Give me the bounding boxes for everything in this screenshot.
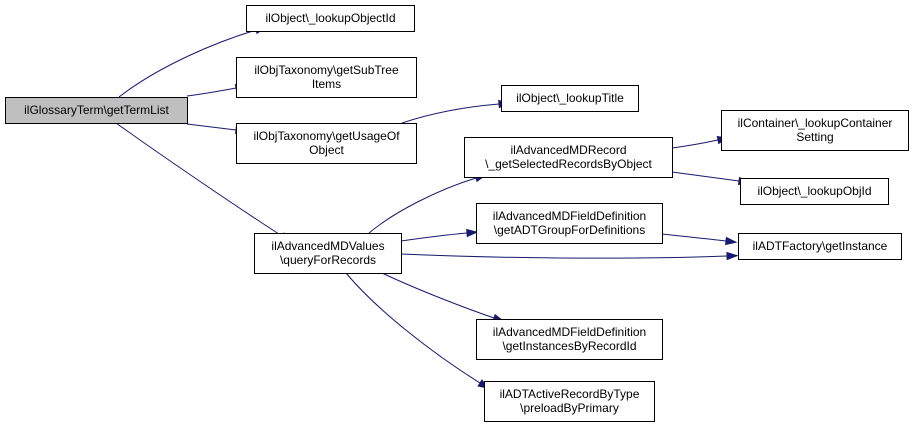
edge-line xyxy=(400,253,728,259)
node-lookupTitle[interactable]: ilObject\_lookupTitle xyxy=(501,85,639,112)
node-getInstance[interactable]: ilADTFactory\getInstance xyxy=(738,233,902,260)
edge-line xyxy=(186,123,237,131)
edge-line xyxy=(671,171,740,182)
edge-queryForRecords-to-preloadByPrimary xyxy=(345,272,490,390)
node-queryForRecords[interactable]: ilAdvancedMDValues\queryForRecords xyxy=(254,233,402,274)
node-root[interactable]: ilGlossaryTerm\getTermList xyxy=(5,97,188,124)
edge-line xyxy=(368,177,477,234)
node-box xyxy=(740,178,889,205)
node-label-line: \getInstancesByRecordId xyxy=(502,339,636,353)
node-label-line: Object xyxy=(309,143,344,157)
node-label-line: ilContainer\_lookupContainer xyxy=(738,116,893,130)
node-label-line: \getADTGroupForDefinitions xyxy=(494,223,645,237)
edge-line xyxy=(661,233,727,242)
edge-line xyxy=(118,29,257,98)
node-label-line: ilADTFactory\getInstance xyxy=(753,239,888,253)
node-label-line: ilADTActiveRecordByType xyxy=(500,387,640,401)
edge-line xyxy=(115,122,283,237)
edge-line xyxy=(186,87,237,97)
edge-queryForRecords-to-getInstancesByRecordId xyxy=(381,272,505,322)
node-box xyxy=(236,57,417,98)
node-box xyxy=(5,97,188,124)
node-getSelectedRecordsByObject[interactable]: ilAdvancedMDRecord\_getSelectedRecordsBy… xyxy=(464,137,673,178)
node-label-line: ilObject\_lookupTitle xyxy=(516,91,624,105)
edge-line xyxy=(671,139,719,149)
node-preloadByPrimary[interactable]: ilADTActiveRecordByType\preloadByPrimary xyxy=(484,381,655,422)
edge-line xyxy=(381,272,495,319)
node-box xyxy=(246,5,415,32)
node-label-line: ilAdvancedMDFieldDefinition xyxy=(493,325,646,339)
node-label-line: ilAdvancedMDFieldDefinition xyxy=(493,209,646,223)
node-label-line: Items xyxy=(312,77,341,91)
edge-queryForRecords-to-getADTGroupForDefinitions xyxy=(400,228,479,242)
nodes-layer: ilGlossaryTerm\getTermList ilObject\_look… xyxy=(5,5,909,422)
edge-queryForRecords-to-getSelectedRecordsByObject xyxy=(368,174,488,234)
node-label-line: ilAdvancedMDRecord xyxy=(510,143,626,157)
node-box xyxy=(501,85,639,112)
node-box xyxy=(464,137,673,178)
node-box xyxy=(476,319,663,360)
node-label-line: ilAdvancedMDValues xyxy=(271,239,384,253)
edge-getADTGroupForDefinitions-to-getInstance xyxy=(661,233,738,246)
edge-getSelectedRecordsByObject-to-lookupContainerSetting xyxy=(671,136,730,149)
edge-line xyxy=(401,103,500,124)
node-label-line: \queryForRecords xyxy=(280,253,376,267)
node-lookupObjId[interactable]: ilObject\_lookupObjId xyxy=(740,178,889,205)
edge-queryForRecords-to-getInstance xyxy=(400,251,739,261)
node-box xyxy=(236,123,417,164)
node-lookupObjectId[interactable]: ilObject\_lookupObjectId xyxy=(246,5,415,32)
node-label-line: \_getSelectedRecordsByObject xyxy=(485,157,652,171)
edge-getUsageOfObject-to-lookupTitle xyxy=(401,99,511,124)
arrowhead xyxy=(726,251,739,261)
node-label-line: Setting xyxy=(796,130,833,144)
node-label-line: ilObjTaxonomy\getSubTree xyxy=(254,63,399,77)
edge-line xyxy=(345,272,481,384)
node-label-line: ilObjTaxonomy\getUsageOf xyxy=(253,129,400,143)
node-label-line: ilObject\_lookupObjectId xyxy=(265,11,395,25)
node-label-line: ilGlossaryTerm\getTermList xyxy=(24,103,169,117)
node-box xyxy=(721,110,909,151)
node-label-line: \preloadByPrimary xyxy=(520,401,619,415)
arrowhead xyxy=(725,236,738,246)
node-box xyxy=(254,233,402,274)
node-getADTGroupForDefinitions[interactable]: ilAdvancedMDFieldDefinition\getADTGroupF… xyxy=(476,203,663,244)
node-getInstancesByRecordId[interactable]: ilAdvancedMDFieldDefinition\getInstances… xyxy=(476,319,663,360)
node-box xyxy=(476,203,663,244)
edge-getSelectedRecordsByObject-to-lookupObjId xyxy=(671,171,751,186)
edge-line xyxy=(400,232,468,242)
node-label-line: ilObject\_lookupObjId xyxy=(757,184,871,198)
node-box xyxy=(738,233,902,260)
node-box xyxy=(484,381,655,422)
arrowhead xyxy=(466,228,479,238)
